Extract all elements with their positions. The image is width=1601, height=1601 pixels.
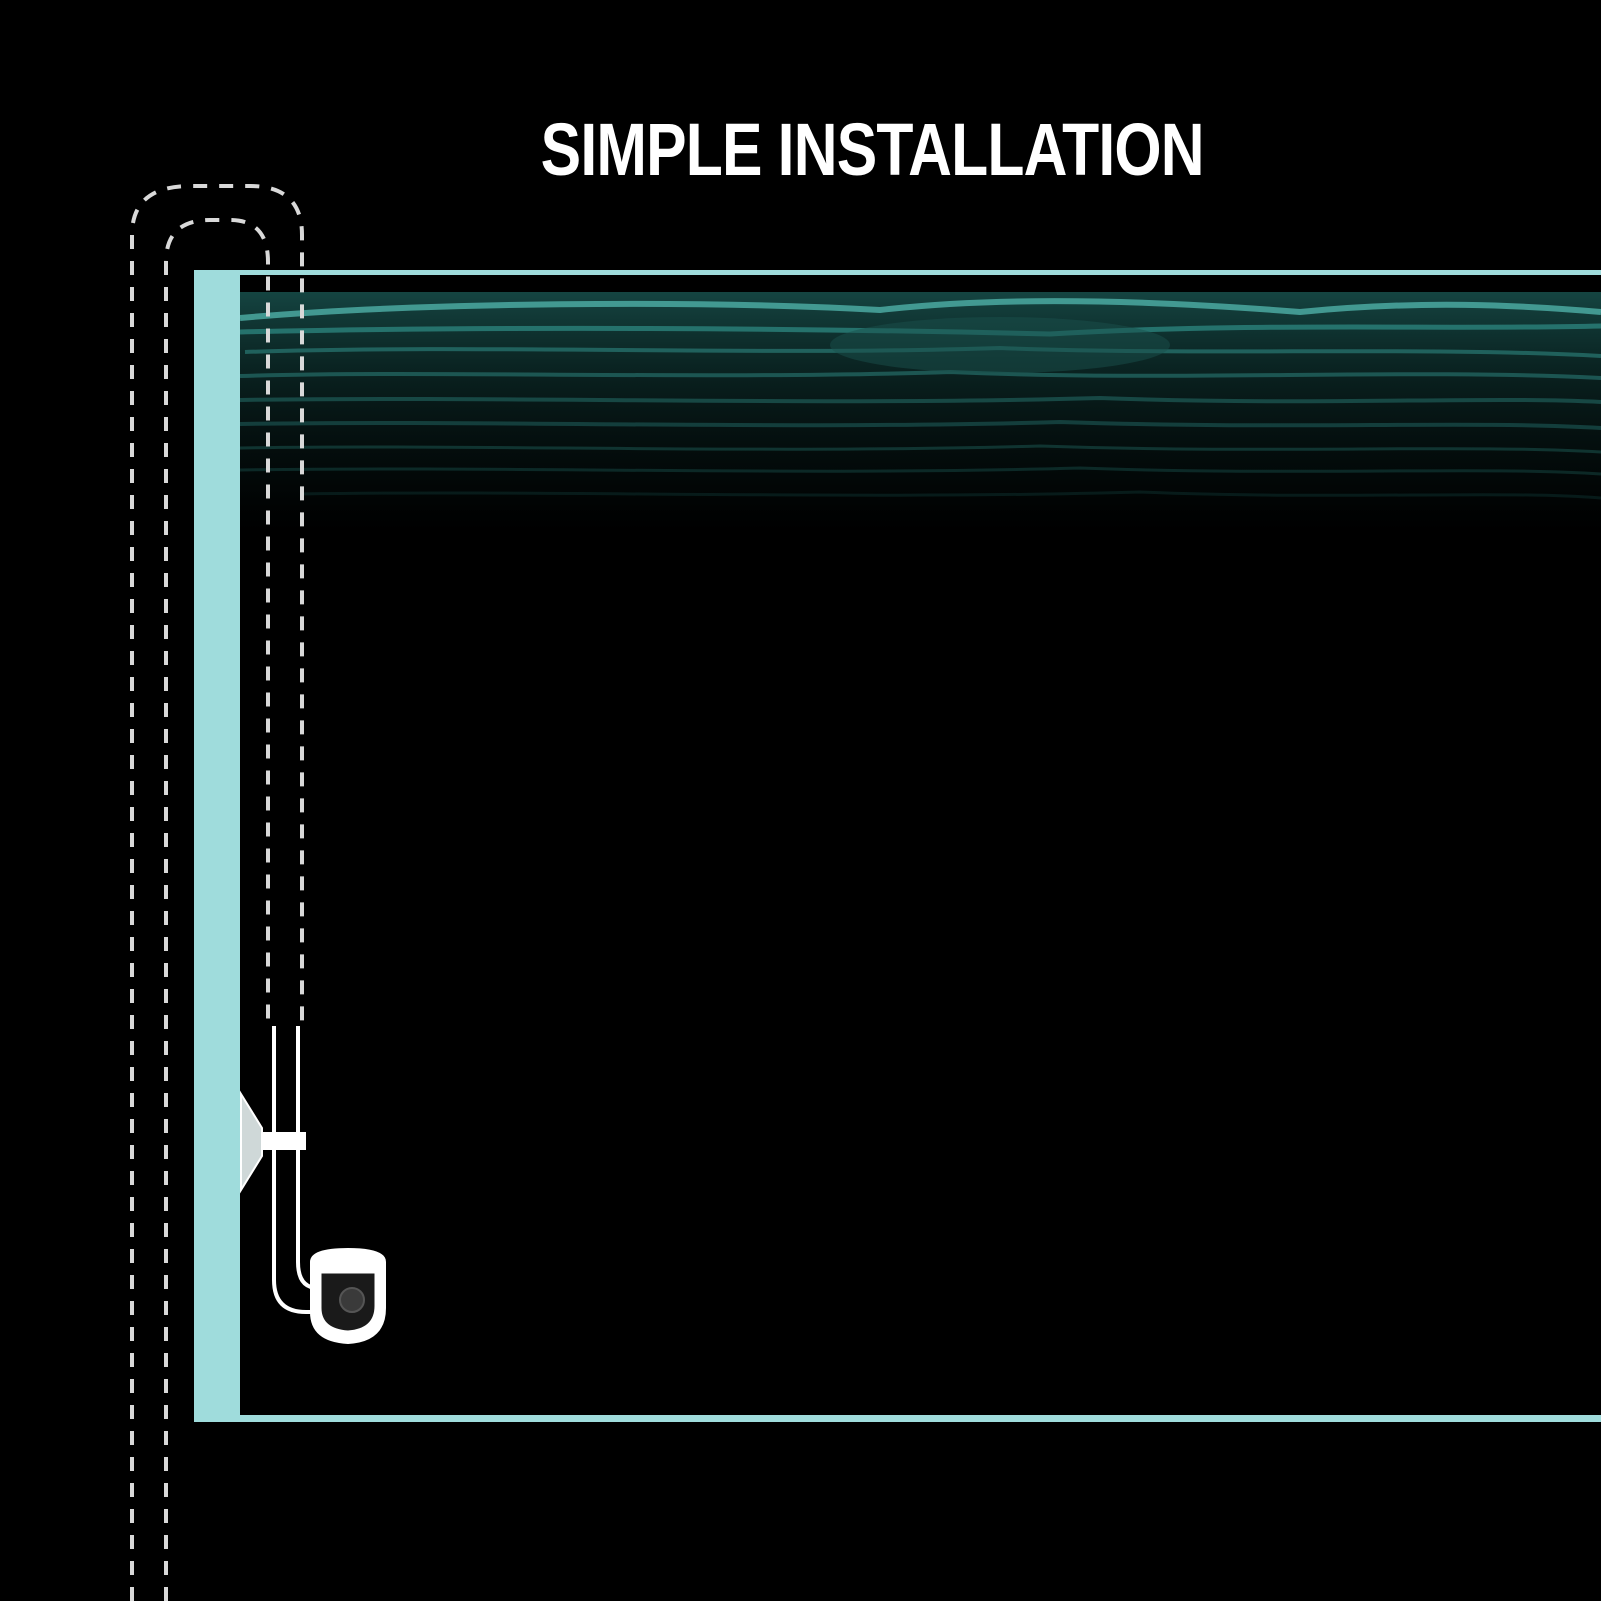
co2-hose-icon bbox=[130, 184, 304, 1601]
page-title: SIMPLE INSTALLATION bbox=[540, 108, 1205, 191]
co2-diffuser-icon bbox=[272, 1026, 386, 1345]
water-surface bbox=[239, 292, 1601, 532]
aquarium-tank-icon bbox=[194, 270, 1601, 1422]
